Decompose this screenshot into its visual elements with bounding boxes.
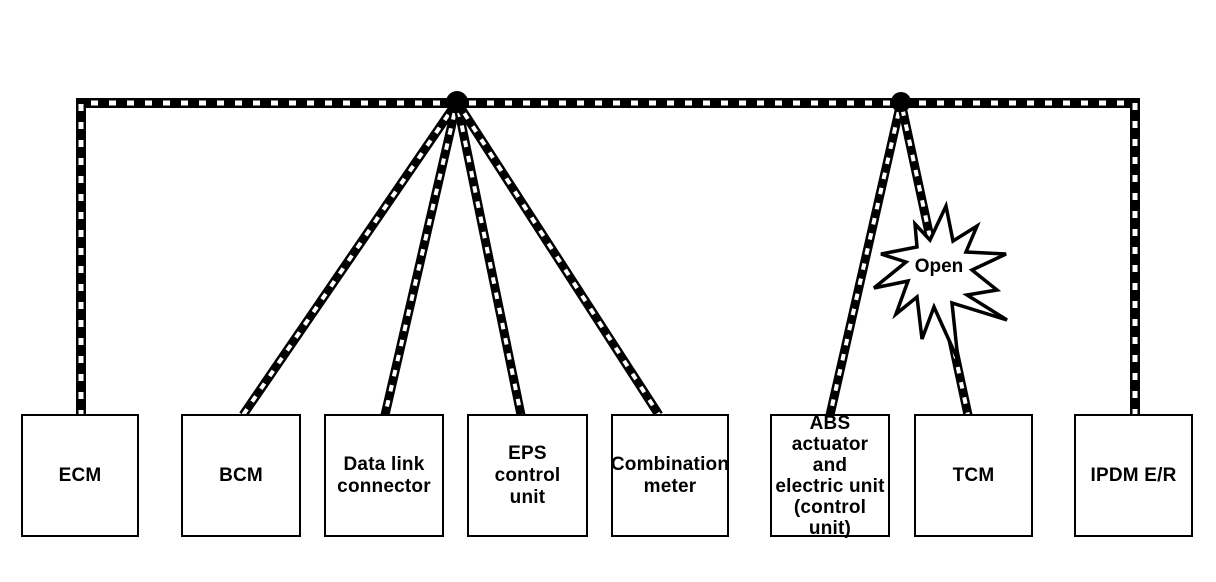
ecm-box: ECM [21,414,139,537]
junction-node-left [446,91,468,113]
ipdm-er-box: IPDM E/R [1074,414,1193,537]
eps-control-unit-box: EPS control unit [467,414,588,537]
open-fault-label: Open [914,256,964,277]
ipdm-er-label: IPDM E/R [1090,464,1177,486]
bcm-box: BCM [181,414,301,537]
combination-meter-label: Combination meter [610,453,730,497]
branch-bcm-dashes [241,100,459,417]
tcm-box: TCM [914,414,1033,537]
branch-eps-control-unit [452,101,526,416]
data-link-connector-label: Data link connector [337,453,431,497]
bus-trunk-line [76,98,1140,419]
tcm-label: TCM [952,464,995,486]
bcm-label: BCM [219,464,263,486]
open-fault-starburst-icon [872,200,1008,361]
abs-actuator-box: ABS actuator and electric unit (control … [770,412,890,539]
branch-combination-meter [453,99,663,418]
branch-eps-line [452,101,526,416]
bus-trunk [76,98,1140,419]
branch-dlc-line [380,100,462,417]
ecm-label: ECM [58,464,102,486]
branch-bcm [239,99,461,418]
data-link-connector-box: Data link connector [324,414,444,537]
abs-actuator-label: ABS actuator and electric unit (control … [775,412,885,539]
branch-abs-line [825,101,906,416]
eps-control-unit-label: EPS control unit [494,442,561,508]
combination-meter-box: Combination meter [611,414,729,537]
branch-abs-actuator [825,101,906,416]
junction-node-right [891,92,911,112]
branch-data-link-connector [380,100,462,417]
branch-comb-dashes [455,100,661,417]
